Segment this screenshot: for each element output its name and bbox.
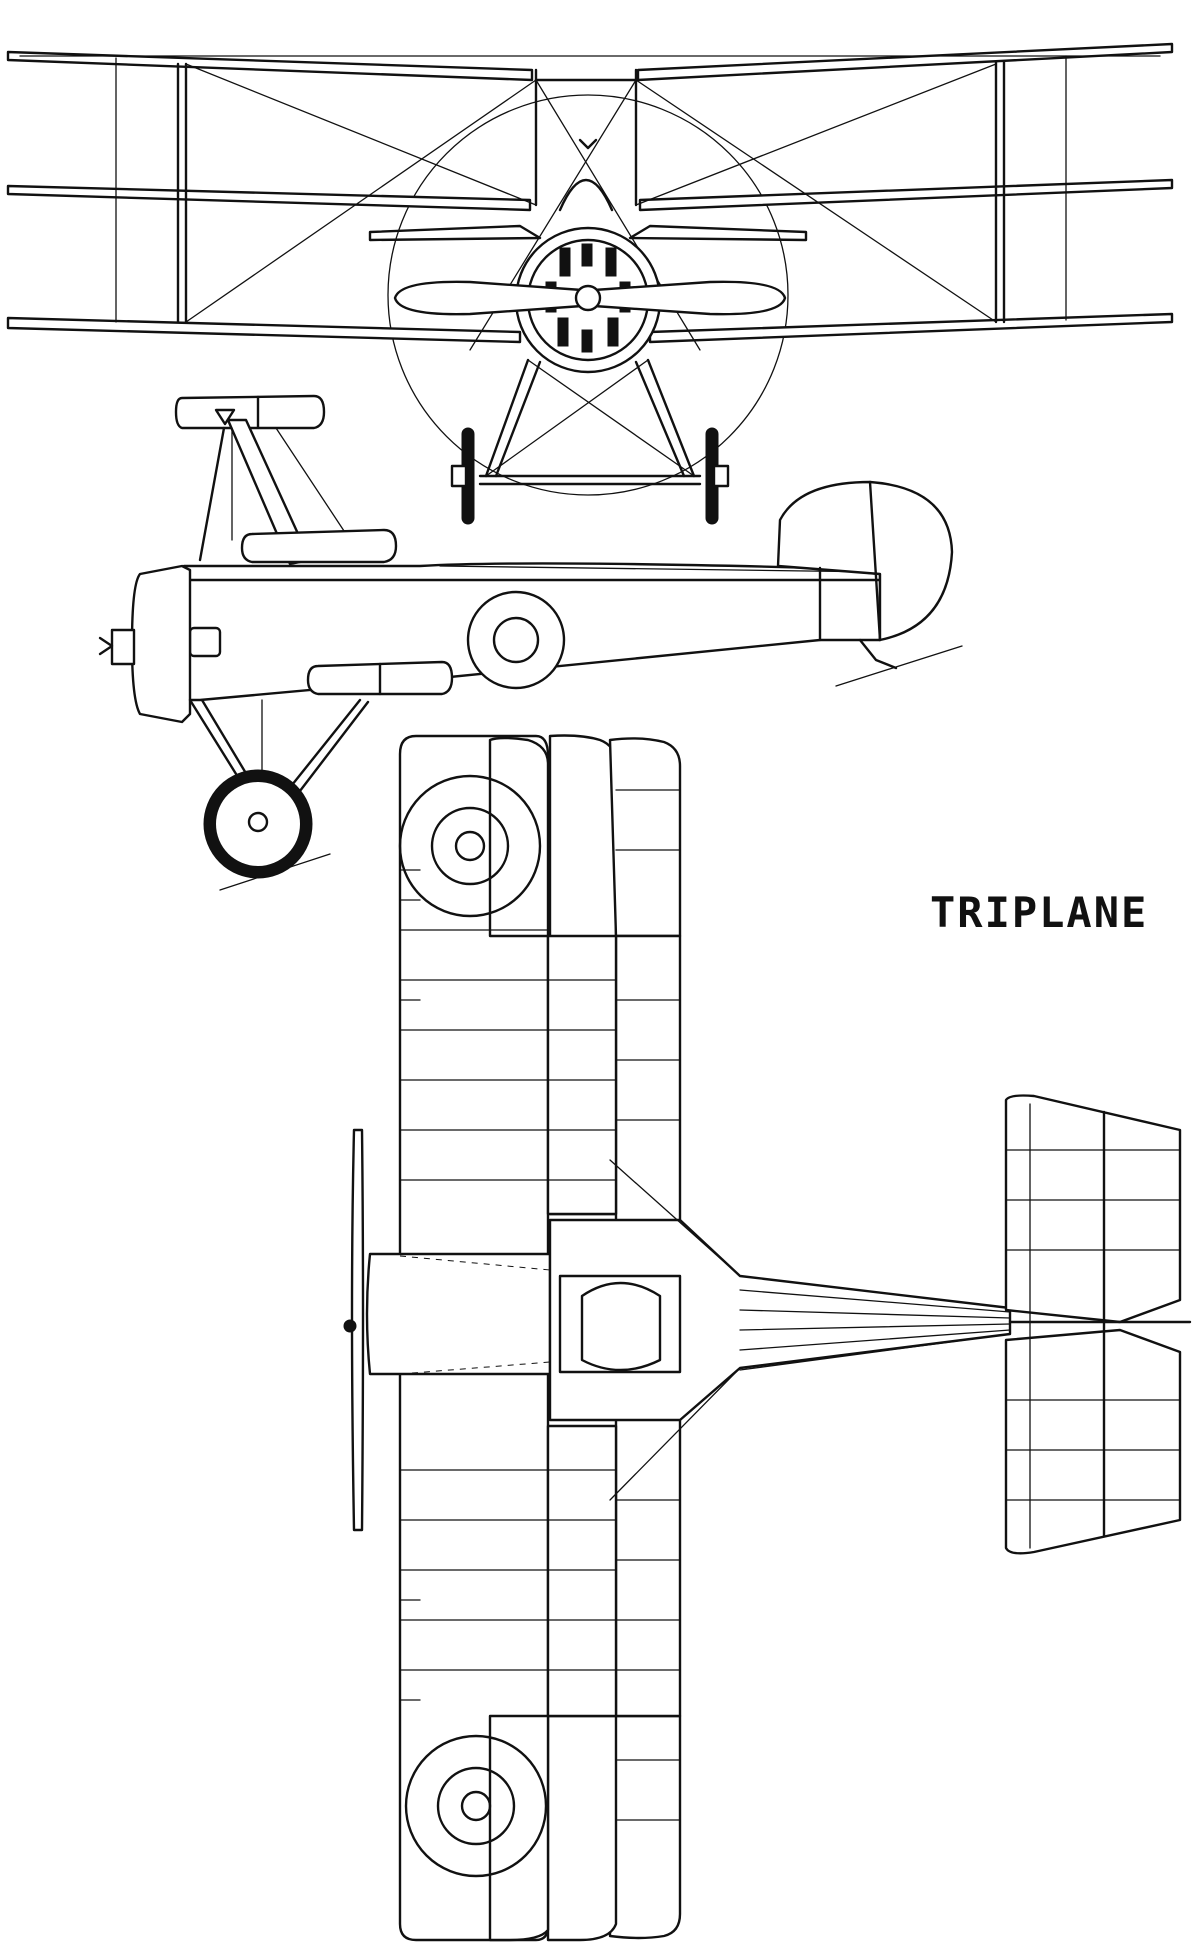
front-wings — [6, 42, 1174, 344]
drawing-title: TRIPLANE — [930, 888, 1149, 937]
cockpit — [580, 1281, 662, 1372]
top-fuselage — [365, 1218, 1012, 1422]
top-view — [343, 734, 1192, 1942]
top-wings — [398, 734, 682, 1942]
side-roundel — [466, 590, 566, 690]
front-fuselage — [558, 179, 614, 212]
front-view — [6, 42, 1174, 525]
front-undercarriage — [450, 358, 730, 525]
propeller-hub — [574, 284, 602, 312]
side-top-wing — [174, 394, 326, 430]
side-rudder — [776, 480, 954, 642]
top-propeller — [350, 1128, 365, 1532]
tailplane-right — [628, 224, 808, 242]
front-struts — [115, 55, 1067, 351]
side-view — [98, 394, 963, 891]
propeller-boss — [110, 628, 136, 666]
propeller-disc — [387, 94, 789, 496]
tailplane-left — [368, 224, 542, 242]
side-middle-wing — [240, 528, 398, 564]
side-cowling — [130, 564, 192, 724]
wing-ribs — [399, 789, 681, 1821]
side-undercarriage — [188, 698, 370, 891]
top-tailplane — [1004, 1094, 1192, 1555]
top-roundels — [398, 774, 548, 1878]
